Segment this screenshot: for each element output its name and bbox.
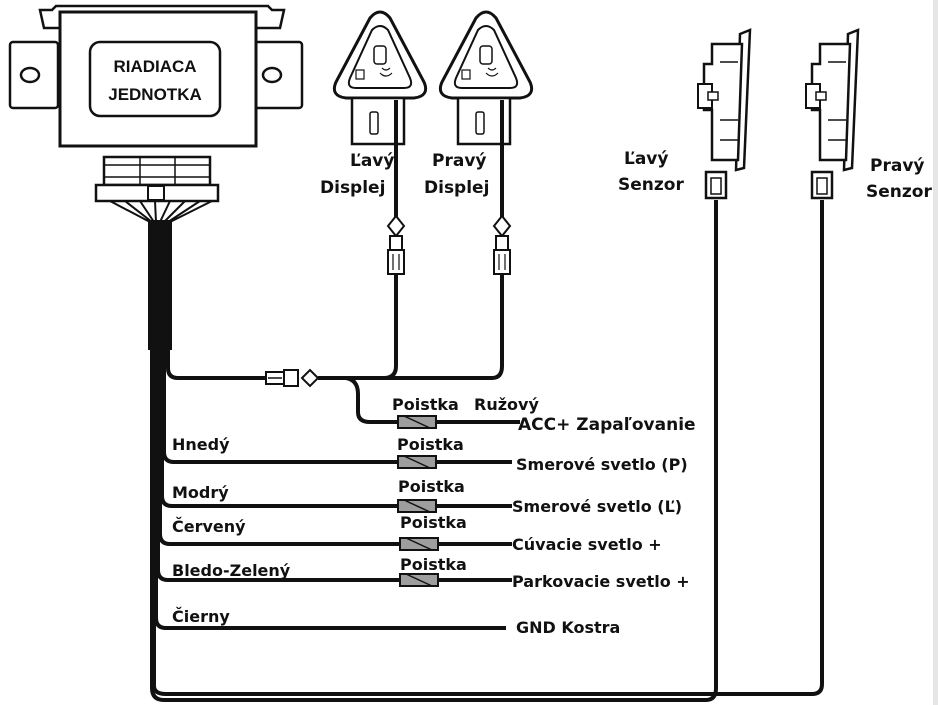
acc-fuse-label: Poistka xyxy=(392,395,459,414)
left-display-connector xyxy=(386,214,406,275)
acc-wire-color-label: Ružový xyxy=(474,395,539,414)
left-sensor-label-line2: Senzor xyxy=(618,175,684,195)
ground-target-label: GND Kostra xyxy=(516,618,620,637)
left-sensor-label-line1: Ľavý xyxy=(624,149,668,169)
row-fuse-label: Poistka xyxy=(398,477,465,496)
fuse-acc xyxy=(397,415,437,429)
fuse-hnedy xyxy=(397,455,437,469)
left-display-label-line1: Ľavý xyxy=(350,151,394,171)
right-sensor xyxy=(805,28,860,200)
row-color-label: Červený xyxy=(172,517,246,536)
row-target-label: Cúvacie svetlo + xyxy=(512,535,662,554)
row-target-label: Smerové svetlo (Ľ) xyxy=(512,497,682,516)
right-sensor-label-line2: Senzor xyxy=(866,182,932,202)
control-unit-label-box xyxy=(88,40,222,118)
left-display-label-line2: Displej xyxy=(320,178,385,198)
wire-modry xyxy=(160,348,398,508)
row-fuse-label: Poistka xyxy=(400,513,467,532)
control-unit-title-line1: RIADIACA xyxy=(113,57,196,76)
display-trunk-wire xyxy=(166,340,268,380)
row-color-label: Bledo-Zelený xyxy=(172,561,291,580)
right-display-label-line1: Pravý xyxy=(432,151,486,171)
row-color-label: Modrý xyxy=(172,483,229,502)
fuse-cerveny xyxy=(399,537,439,551)
row-fuse-label: Poistka xyxy=(397,435,464,454)
fuses xyxy=(397,415,439,587)
right-display-wire xyxy=(340,268,504,380)
page-edge-strip xyxy=(933,0,938,705)
right-display xyxy=(438,10,534,150)
ground-color-label: Čierny xyxy=(172,607,230,626)
acc-target-label: ACC+ Zapaľovanie xyxy=(518,415,696,435)
wire-cierny xyxy=(154,348,506,630)
trunk-connector xyxy=(265,368,320,388)
wire-cerveny xyxy=(158,348,400,546)
row-target-label: Parkovacie svetlo + xyxy=(512,572,690,591)
fuse-modry xyxy=(397,499,437,513)
cable-bundle xyxy=(148,220,172,348)
row-target-label: Smerové svetlo (P) xyxy=(516,455,688,474)
right-sensor-label-line1: Pravý xyxy=(870,156,924,176)
acc-wire xyxy=(345,376,398,424)
wire-bledozeleny xyxy=(156,348,400,582)
left-display-wire xyxy=(318,268,398,380)
wire-hnedy xyxy=(162,348,398,464)
right-display-connector xyxy=(492,214,512,275)
control-unit: RIADIACA JEDNOTKA xyxy=(8,4,304,148)
row-fuse-label: Poistka xyxy=(400,555,467,574)
left-sensor xyxy=(697,28,752,200)
control-unit-title-line2: JEDNOTKA xyxy=(108,85,202,104)
left-display xyxy=(332,10,428,150)
right-sensor-wire xyxy=(152,200,824,696)
fuse-bledozeleny xyxy=(399,573,439,587)
main-connector xyxy=(94,155,220,223)
wires xyxy=(150,150,824,702)
right-display-label-line2: Displej xyxy=(424,178,489,198)
row-color-label: Hnedý xyxy=(172,435,230,454)
